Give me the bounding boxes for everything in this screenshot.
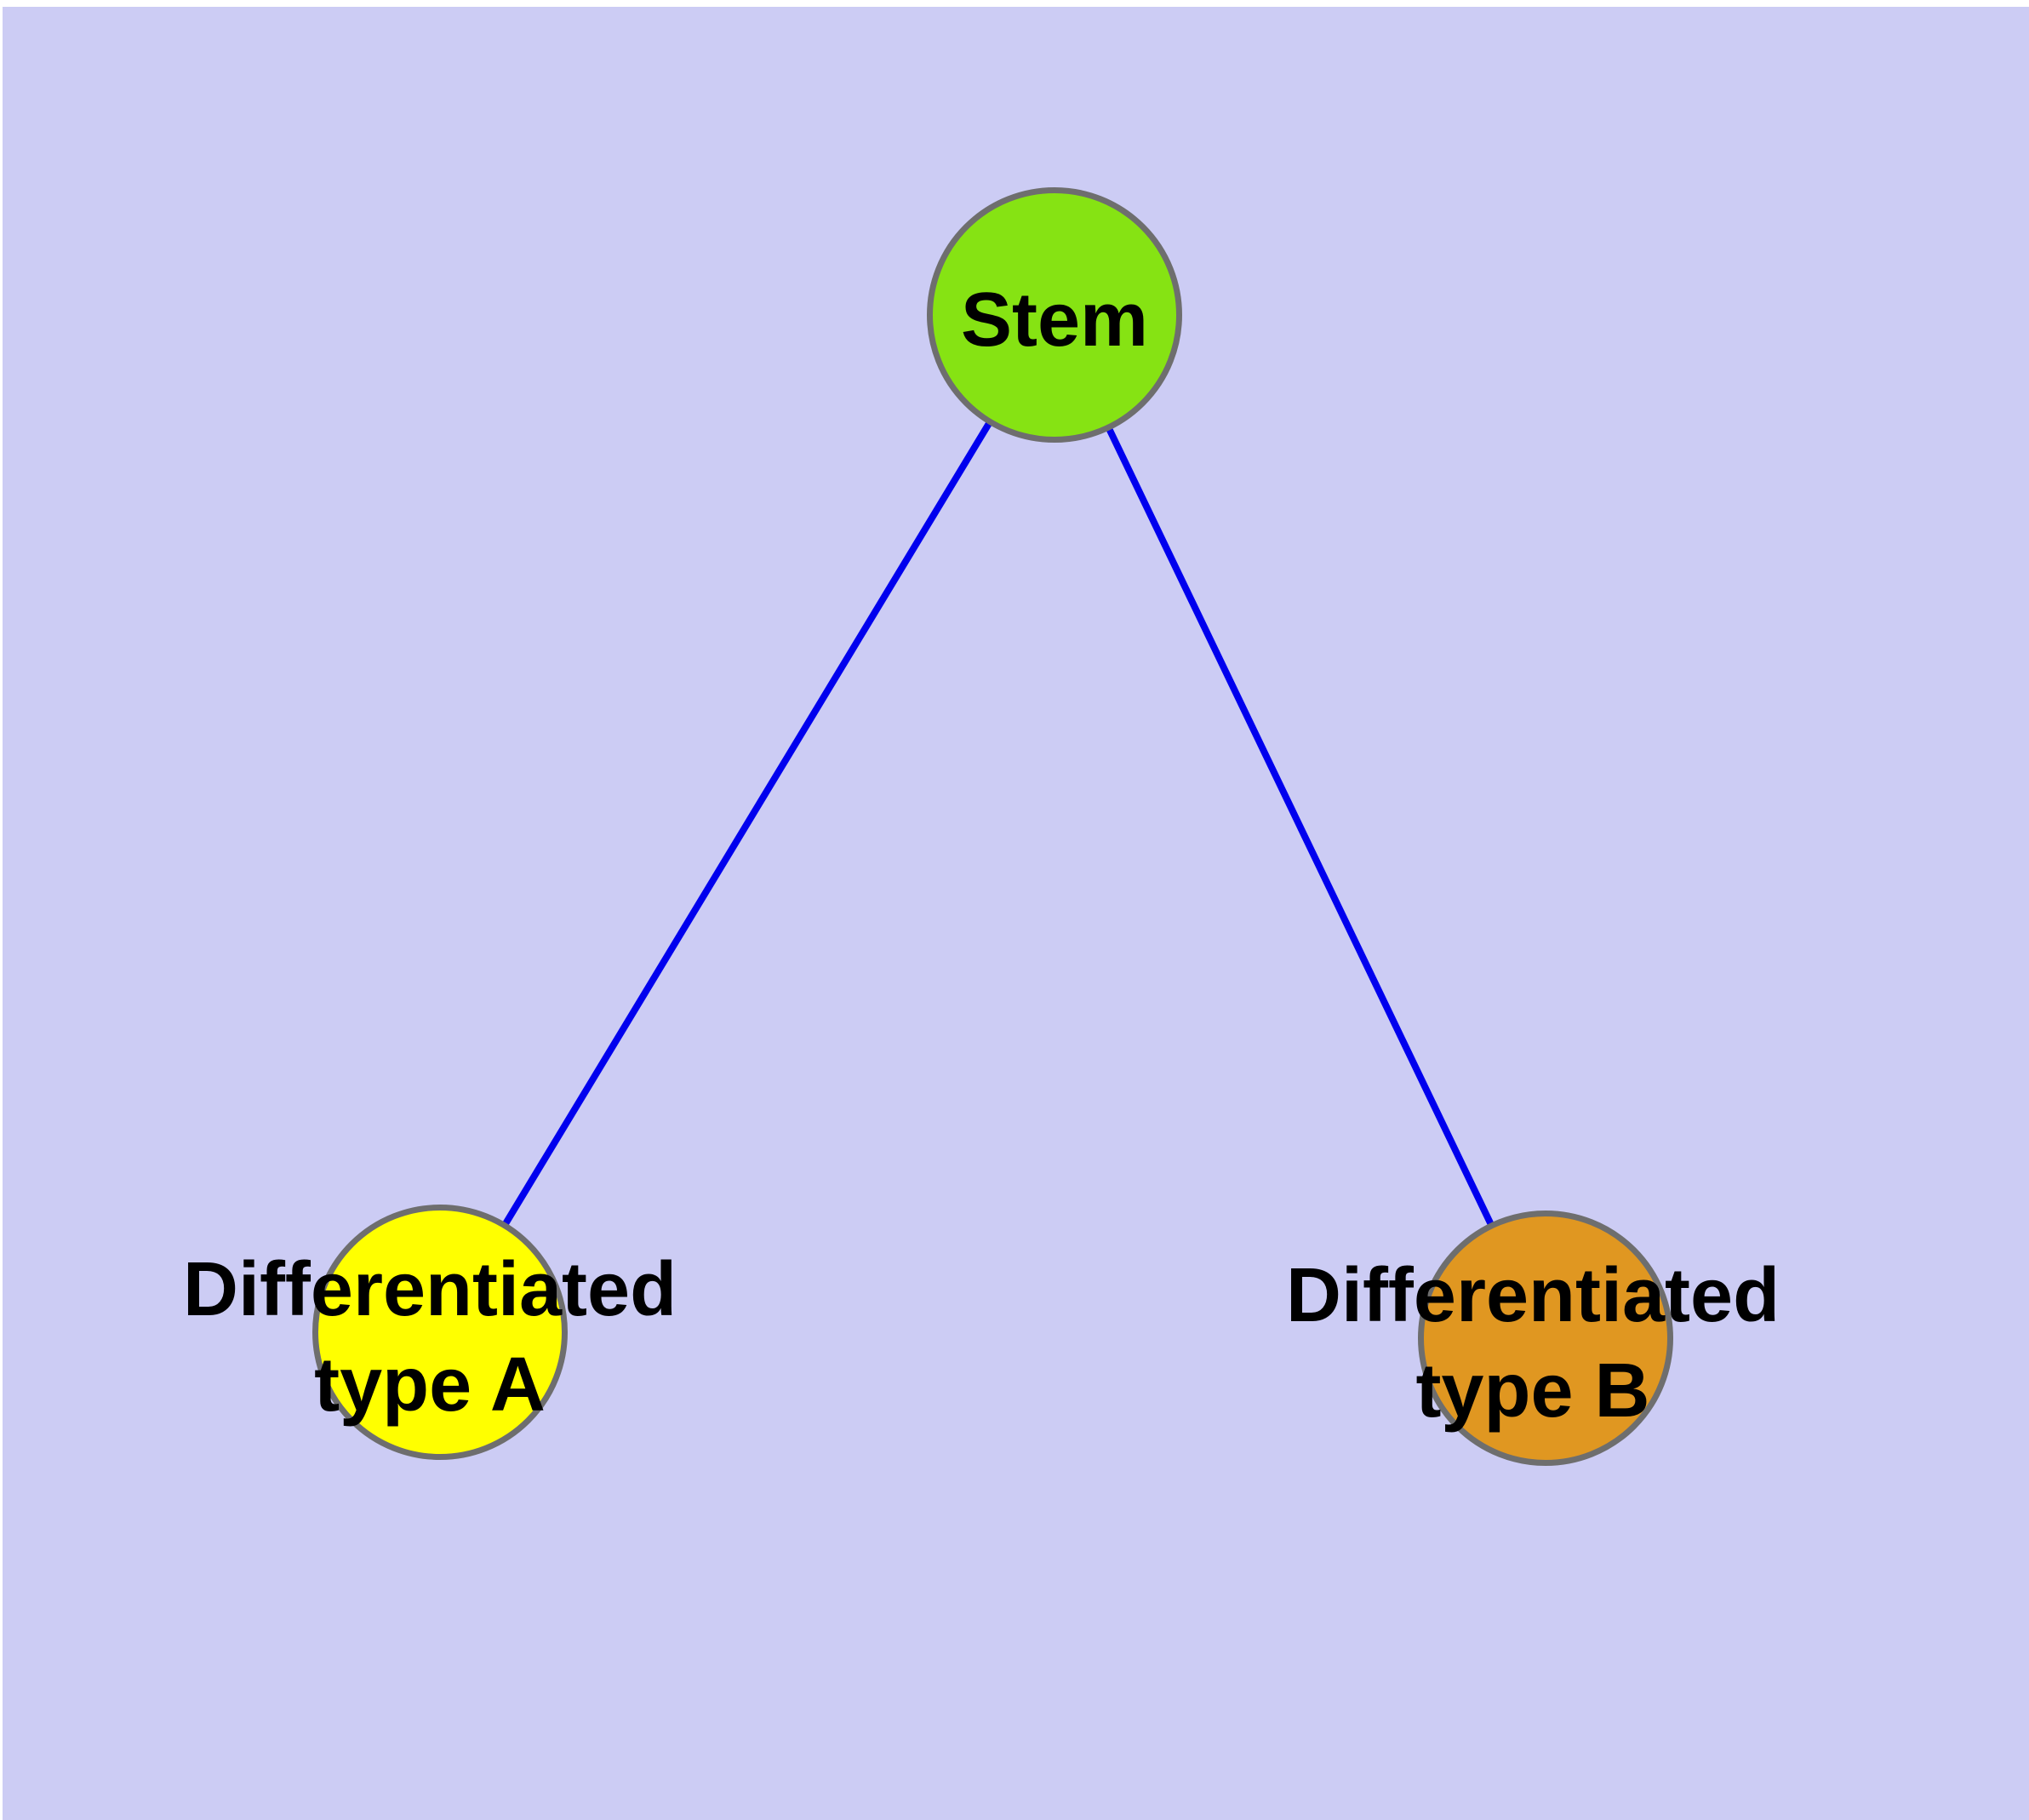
type-b-node bbox=[1418, 1210, 1673, 1466]
type-a-label-line1: Differentiated bbox=[182, 1247, 677, 1332]
type-b-label-line1: Differentiated bbox=[1285, 1253, 1780, 1338]
type-b-label-line2: type B bbox=[1415, 1348, 1650, 1434]
stem-node bbox=[927, 187, 1182, 443]
type-a-node bbox=[312, 1205, 568, 1460]
edge-stem-to-type-b bbox=[1051, 313, 1549, 1340]
type-a-label-line2: type A bbox=[314, 1342, 546, 1428]
stem-node-label: Stem bbox=[960, 278, 1149, 363]
type-a-node-label: Differentiated type A bbox=[183, 1242, 677, 1433]
edge-stem-to-type-a bbox=[437, 312, 1058, 1335]
type-b-node-label: Differentiated type B bbox=[1286, 1248, 1780, 1439]
